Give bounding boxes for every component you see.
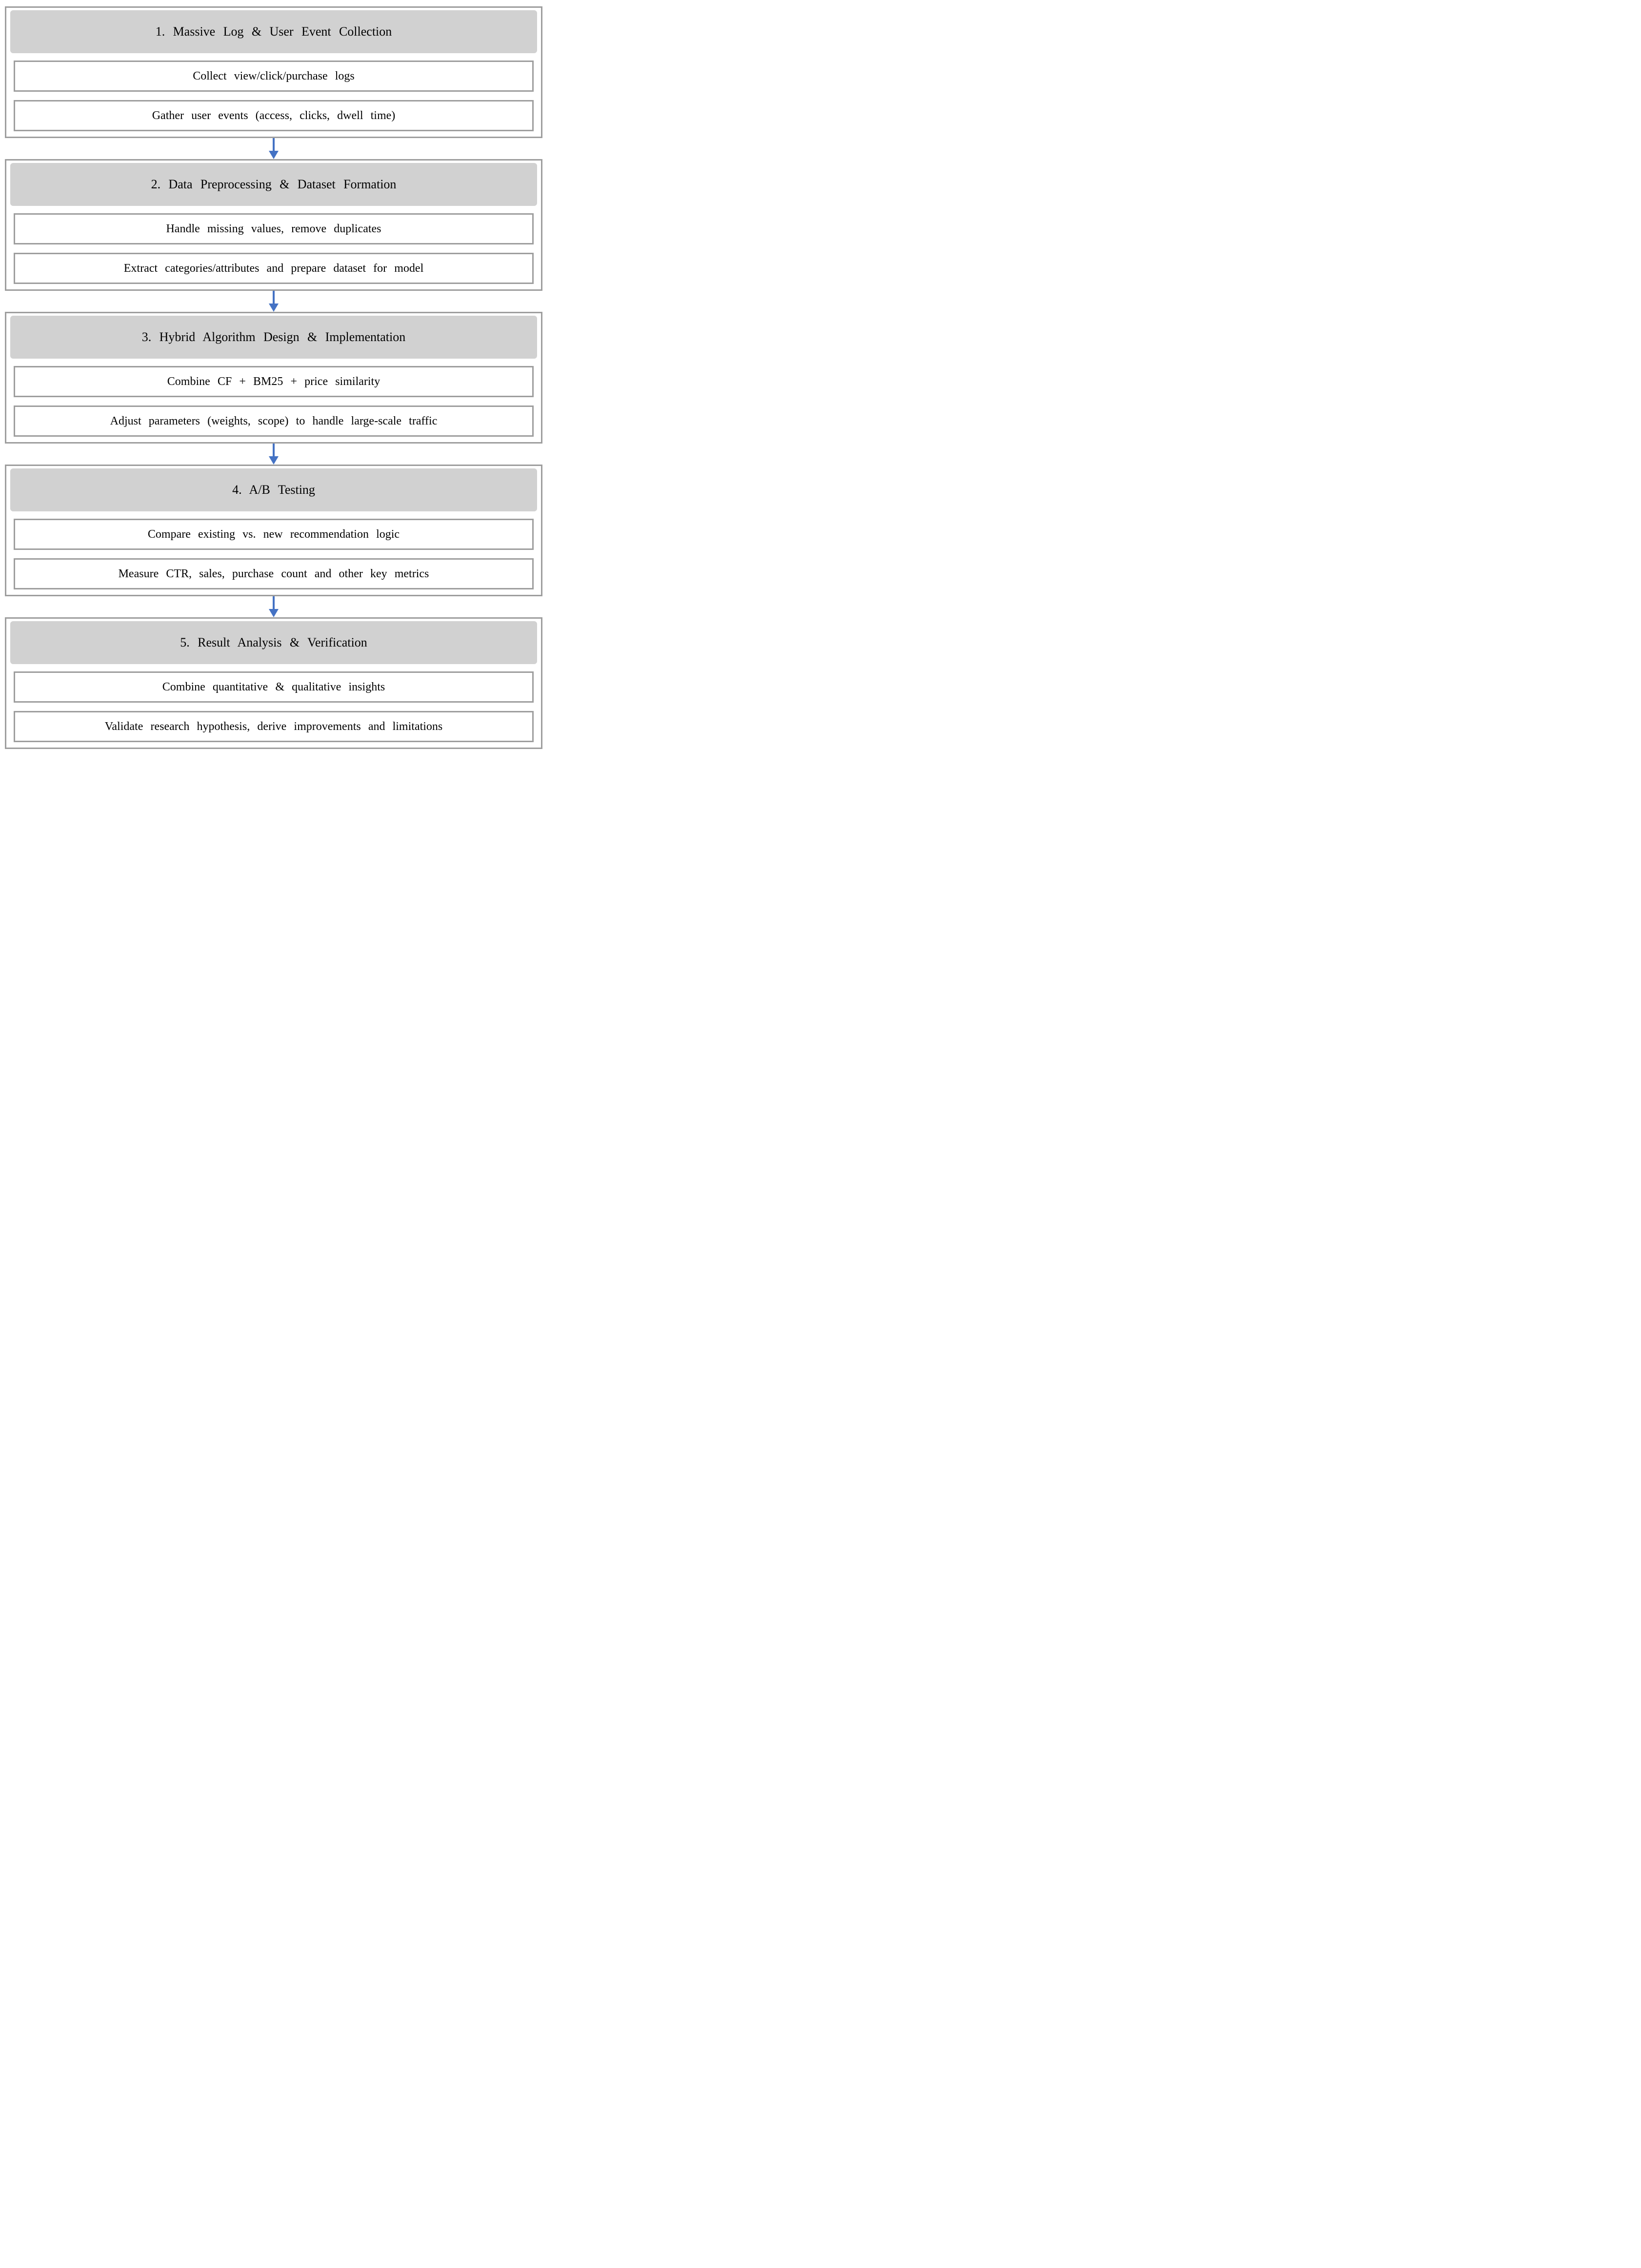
flow-arrow-3 bbox=[5, 444, 542, 465]
stage-5-item-2: Validate research hypothesis, derive imp… bbox=[14, 711, 534, 742]
stage-4-ab-testing: 4. A/B Testing Compare existing vs. new … bbox=[5, 465, 542, 596]
stage-3-item-1: Combine CF + BM25 + price similarity bbox=[14, 366, 534, 397]
stage-3-header: 3. Hybrid Algorithm Design & Implementat… bbox=[10, 316, 537, 359]
stage-5-result-analysis: 5. Result Analysis & Verification Combin… bbox=[5, 617, 542, 749]
arrow-down-icon bbox=[269, 151, 279, 159]
arrow-down-icon bbox=[269, 304, 279, 312]
stage-2-item-2: Extract categories/attributes and prepar… bbox=[14, 253, 534, 284]
arrow-line-icon bbox=[273, 596, 275, 609]
arrow-line-icon bbox=[273, 138, 275, 151]
flow-arrow-2 bbox=[5, 291, 542, 312]
arrow-line-icon bbox=[273, 291, 275, 304]
arrow-down-icon bbox=[269, 456, 279, 465]
flowchart-canvas: 1. Massive Log & User Event Collection C… bbox=[0, 0, 547, 756]
stage-1-collection: 1. Massive Log & User Event Collection C… bbox=[5, 6, 542, 138]
flow-arrow-4 bbox=[5, 596, 542, 617]
stage-2-preprocessing: 2. Data Preprocessing & Dataset Formatio… bbox=[5, 159, 542, 291]
stage-3-hybrid-algorithm: 3. Hybrid Algorithm Design & Implementat… bbox=[5, 312, 542, 444]
arrow-line-icon bbox=[273, 444, 275, 456]
stage-2-item-1: Handle missing values, remove duplicates bbox=[14, 213, 534, 244]
arrow-down-icon bbox=[269, 609, 279, 617]
stage-5-item-1: Combine quantitative & qualitative insig… bbox=[14, 671, 534, 703]
stage-3-item-2: Adjust parameters (weights, scope) to ha… bbox=[14, 405, 534, 437]
stage-1-item-2: Gather user events (access, clicks, dwel… bbox=[14, 100, 534, 131]
stage-4-item-2: Measure CTR, sales, purchase count and o… bbox=[14, 558, 534, 589]
stage-5-header: 5. Result Analysis & Verification bbox=[10, 621, 537, 664]
stage-2-header: 2. Data Preprocessing & Dataset Formatio… bbox=[10, 163, 537, 206]
flow-arrow-1 bbox=[5, 138, 542, 159]
stage-4-item-1: Compare existing vs. new recommendation … bbox=[14, 519, 534, 550]
stage-4-header: 4. A/B Testing bbox=[10, 468, 537, 511]
stage-1-header: 1. Massive Log & User Event Collection bbox=[10, 10, 537, 53]
stage-1-item-1: Collect view/click/purchase logs bbox=[14, 61, 534, 92]
